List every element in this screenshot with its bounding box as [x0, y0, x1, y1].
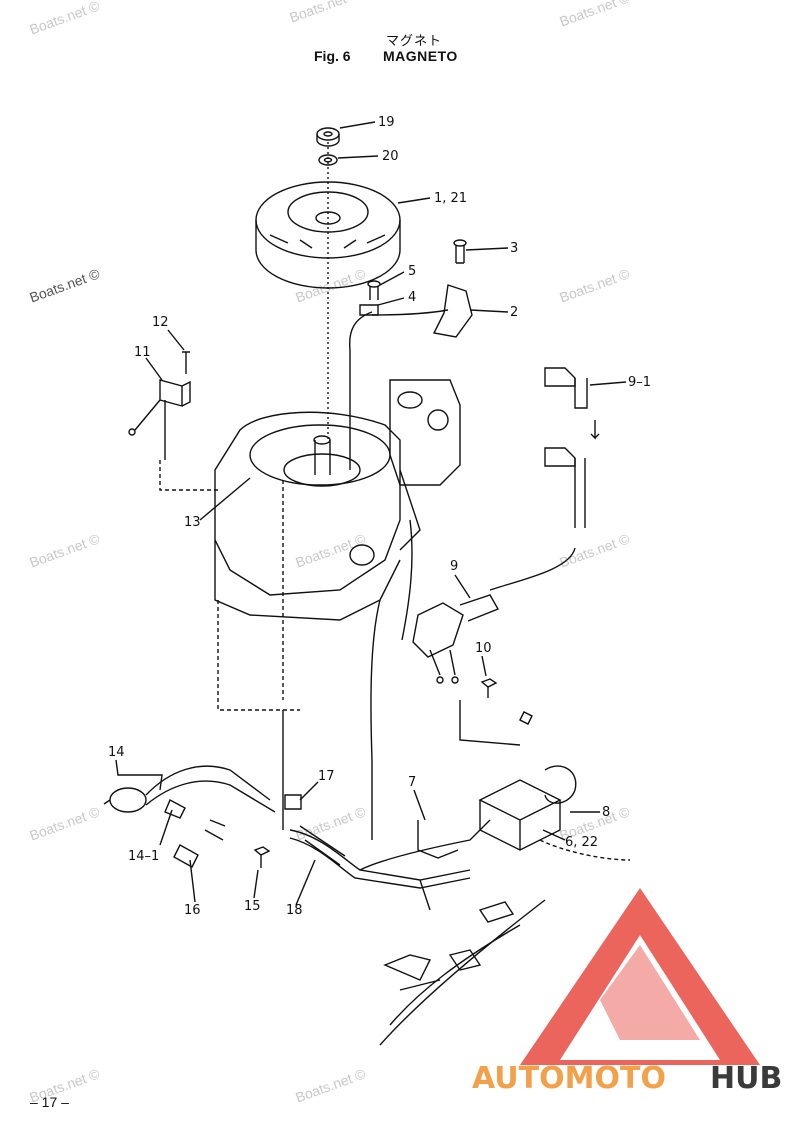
logo-text-hub: HUB — [710, 1061, 782, 1096]
page-number: – 17 – — [30, 1094, 69, 1110]
callout-9-1: 9–1 — [628, 375, 651, 390]
callout-18: 18 — [286, 903, 303, 918]
callout-6-22: 6, 22 — [565, 835, 598, 850]
callout-5: 5 — [408, 264, 416, 279]
plug-cap-part — [544, 367, 600, 440]
callout-3: 3 — [510, 241, 518, 256]
callout-14: 14 — [108, 745, 125, 760]
screw-part — [453, 239, 467, 264]
screw-part — [253, 846, 271, 868]
japanese-title: マグネト — [386, 34, 443, 49]
wire-harness-part — [289, 819, 491, 911]
nut-part — [316, 127, 340, 147]
figure-label: Fig. 6 — [314, 48, 351, 64]
callout-7: 7 — [408, 775, 416, 790]
callout-8: 8 — [602, 805, 610, 820]
callout-16: 16 — [184, 903, 201, 918]
callout-13: 13 — [184, 515, 201, 530]
callout-17: 17 — [318, 769, 335, 784]
lower-cowling — [379, 839, 631, 1046]
callout-2: 2 — [510, 305, 518, 320]
callout-10: 10 — [475, 641, 492, 656]
callout-9: 9 — [450, 559, 458, 574]
cdi-unit-part — [478, 765, 577, 851]
callout-20: 20 — [382, 149, 399, 164]
plug-cap-part — [489, 447, 586, 591]
clip-part — [164, 799, 186, 819]
engine-block — [214, 379, 461, 621]
pulser-coil-part — [432, 284, 473, 338]
automotohub-logo-mark — [520, 888, 760, 1065]
ignition-coil-part — [412, 594, 500, 684]
bolt-part — [480, 678, 498, 698]
callout-19: 19 — [378, 115, 395, 130]
callout-11: 11 — [134, 345, 151, 360]
logo-text-automoto: AUTOMOTO — [472, 1061, 666, 1096]
bracket-part — [417, 820, 459, 859]
connector-part — [173, 844, 199, 868]
callout-15: 15 — [244, 899, 261, 914]
callout-4: 4 — [408, 290, 416, 305]
callout-12: 12 — [152, 315, 169, 330]
callout-14-1: 14–1 — [128, 849, 159, 864]
figure-title: MAGNETO — [383, 48, 458, 64]
stop-switch-part — [103, 765, 276, 813]
screw-part — [367, 280, 381, 300]
callout-1-21: 1, 21 — [434, 191, 467, 206]
clamp-part — [284, 794, 302, 810]
switch-part — [128, 351, 191, 460]
